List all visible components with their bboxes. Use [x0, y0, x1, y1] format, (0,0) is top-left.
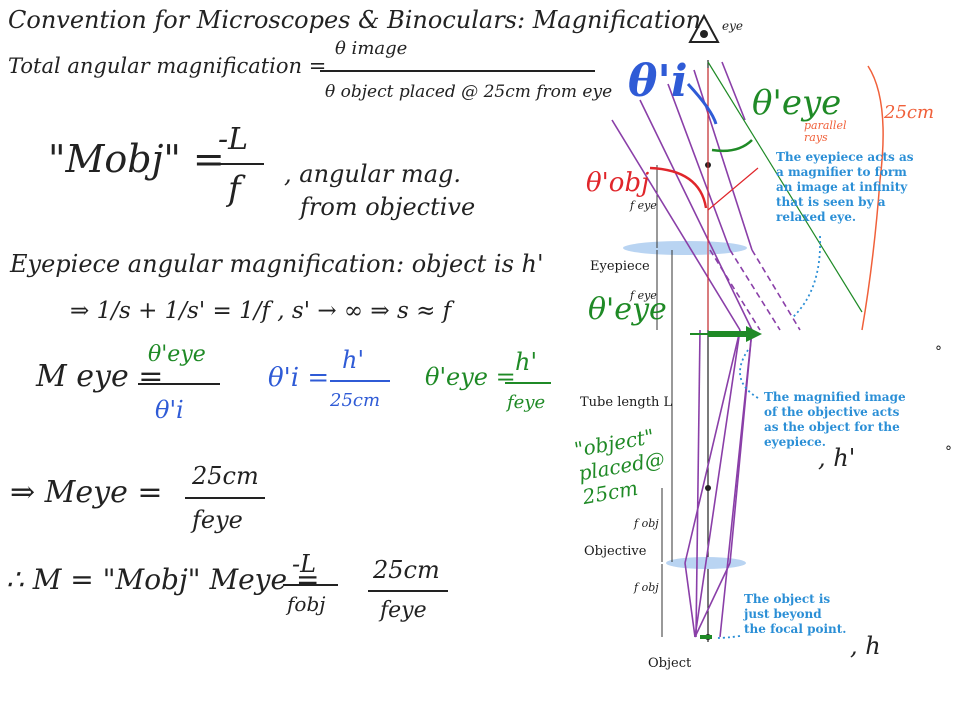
label-eye: eye	[722, 19, 743, 33]
thetai-fraction-bar	[330, 380, 390, 382]
annotation-theta-eye-mid: θ'eye	[588, 292, 667, 327]
annotation-theta-eye-top: θ'eye	[752, 83, 842, 123]
meye-numerator: θ'eye	[148, 342, 206, 367]
lens-equation: ⇒ 1/s + 1/s' = 1/f , s' → ∞ ⇒ s ≈ f	[70, 298, 452, 324]
total-mag-fraction-bar	[320, 70, 595, 72]
red-angle-line	[707, 167, 759, 211]
label-object: Object	[648, 656, 692, 671]
result2-lhs: ∴ M = "Mobj" Meye =	[6, 563, 320, 596]
thetaeye-fraction-bar	[505, 382, 551, 384]
result2-denominator1: fobj	[287, 592, 326, 616]
image-arrowhead	[746, 326, 762, 342]
total-mag-numerator: θ image	[335, 38, 408, 59]
distance-brace	[861, 65, 884, 331]
total-mag-label: Total angular magnification =	[8, 54, 327, 78]
annotation-25cm: 25cm	[884, 102, 935, 123]
caption-magnified-image: The magnified image of the objective act…	[764, 390, 906, 449]
eye-pupil-icon	[700, 30, 708, 38]
thetai-numerator: h'	[342, 346, 365, 374]
label-fobj-bottom: f obj	[634, 581, 659, 594]
caption-eyepiece-magnifier: The eyepiece acts as a magnifier to form…	[776, 150, 914, 224]
caption-object-beyond: The object is just beyond the focal poin…	[744, 592, 847, 636]
mobj-numerator: -L	[218, 122, 249, 157]
total-mag-denominator: θ object placed @ 25cm from eye	[325, 82, 613, 102]
meye-lhs: M eye =	[36, 359, 164, 394]
result2-fraction-bar1	[283, 584, 338, 586]
margin-dot: °	[935, 344, 942, 360]
label-feye-bottom: f eye	[630, 289, 657, 302]
label-feye-top: f eye	[630, 199, 657, 212]
mobj-lhs: "Mobj" =	[48, 137, 225, 181]
label-fobj-top: f obj	[634, 517, 659, 530]
result2-denominator2: feye	[380, 598, 427, 623]
meye-denominator: θ'i	[155, 396, 184, 424]
sight-line	[707, 61, 863, 313]
thetaeye-lhs: θ'eye =	[425, 363, 516, 391]
mobj-note-line1: , angular mag.	[284, 160, 461, 188]
margin-dot: °	[945, 444, 952, 460]
annotation-parallel-rays: parallel rays	[804, 119, 847, 144]
label-tube-length: Tube length L	[580, 395, 673, 410]
caption-pointer	[791, 235, 821, 319]
result1-lhs: ⇒ Meye =	[10, 475, 163, 510]
result2-numerator1: -L	[292, 550, 317, 578]
thetai-denominator: 25cm	[330, 390, 381, 411]
annotation-h: , h	[850, 632, 881, 660]
eyepiece-intro: Eyepiece angular magnification: object i…	[10, 250, 544, 278]
result1-denominator: feye	[192, 506, 243, 534]
mobj-note-line2: from objective	[300, 193, 476, 221]
meye-fraction-bar	[138, 383, 220, 385]
annotation-theta-obj: θ'obj	[586, 168, 650, 198]
thetaeye-numerator: h'	[515, 348, 538, 376]
theta-eye-arrow	[711, 139, 753, 153]
theta-obj-arrow	[649, 166, 708, 209]
eye-icon	[688, 13, 720, 43]
annotation-h-prime: , h'	[818, 444, 856, 472]
annotation-theta-i: θ'i	[628, 56, 688, 107]
caption-pointer	[739, 349, 759, 399]
theta-i-arrow	[686, 82, 718, 125]
result2-numerator2: 25cm	[373, 556, 440, 584]
mobj-denominator: f	[228, 169, 241, 209]
focal-point	[705, 485, 711, 491]
mobj-fraction-bar	[212, 163, 264, 165]
annotation-object-placed: "object" placed@ 25cm	[572, 424, 667, 510]
thetai-lhs: θ'i =	[268, 363, 330, 393]
label-objective: Objective	[584, 544, 647, 559]
thetaeye-denominator: feye	[507, 392, 546, 413]
result1-numerator: 25cm	[192, 462, 259, 490]
eyepiece-lens	[623, 241, 747, 255]
virtual-rays	[709, 249, 801, 331]
result1-fraction-bar	[185, 497, 265, 499]
page-title: Convention for Microscopes & Binoculars:…	[8, 6, 702, 34]
result2-fraction-bar2	[368, 590, 448, 592]
label-eyepiece: Eyepiece	[590, 259, 650, 274]
